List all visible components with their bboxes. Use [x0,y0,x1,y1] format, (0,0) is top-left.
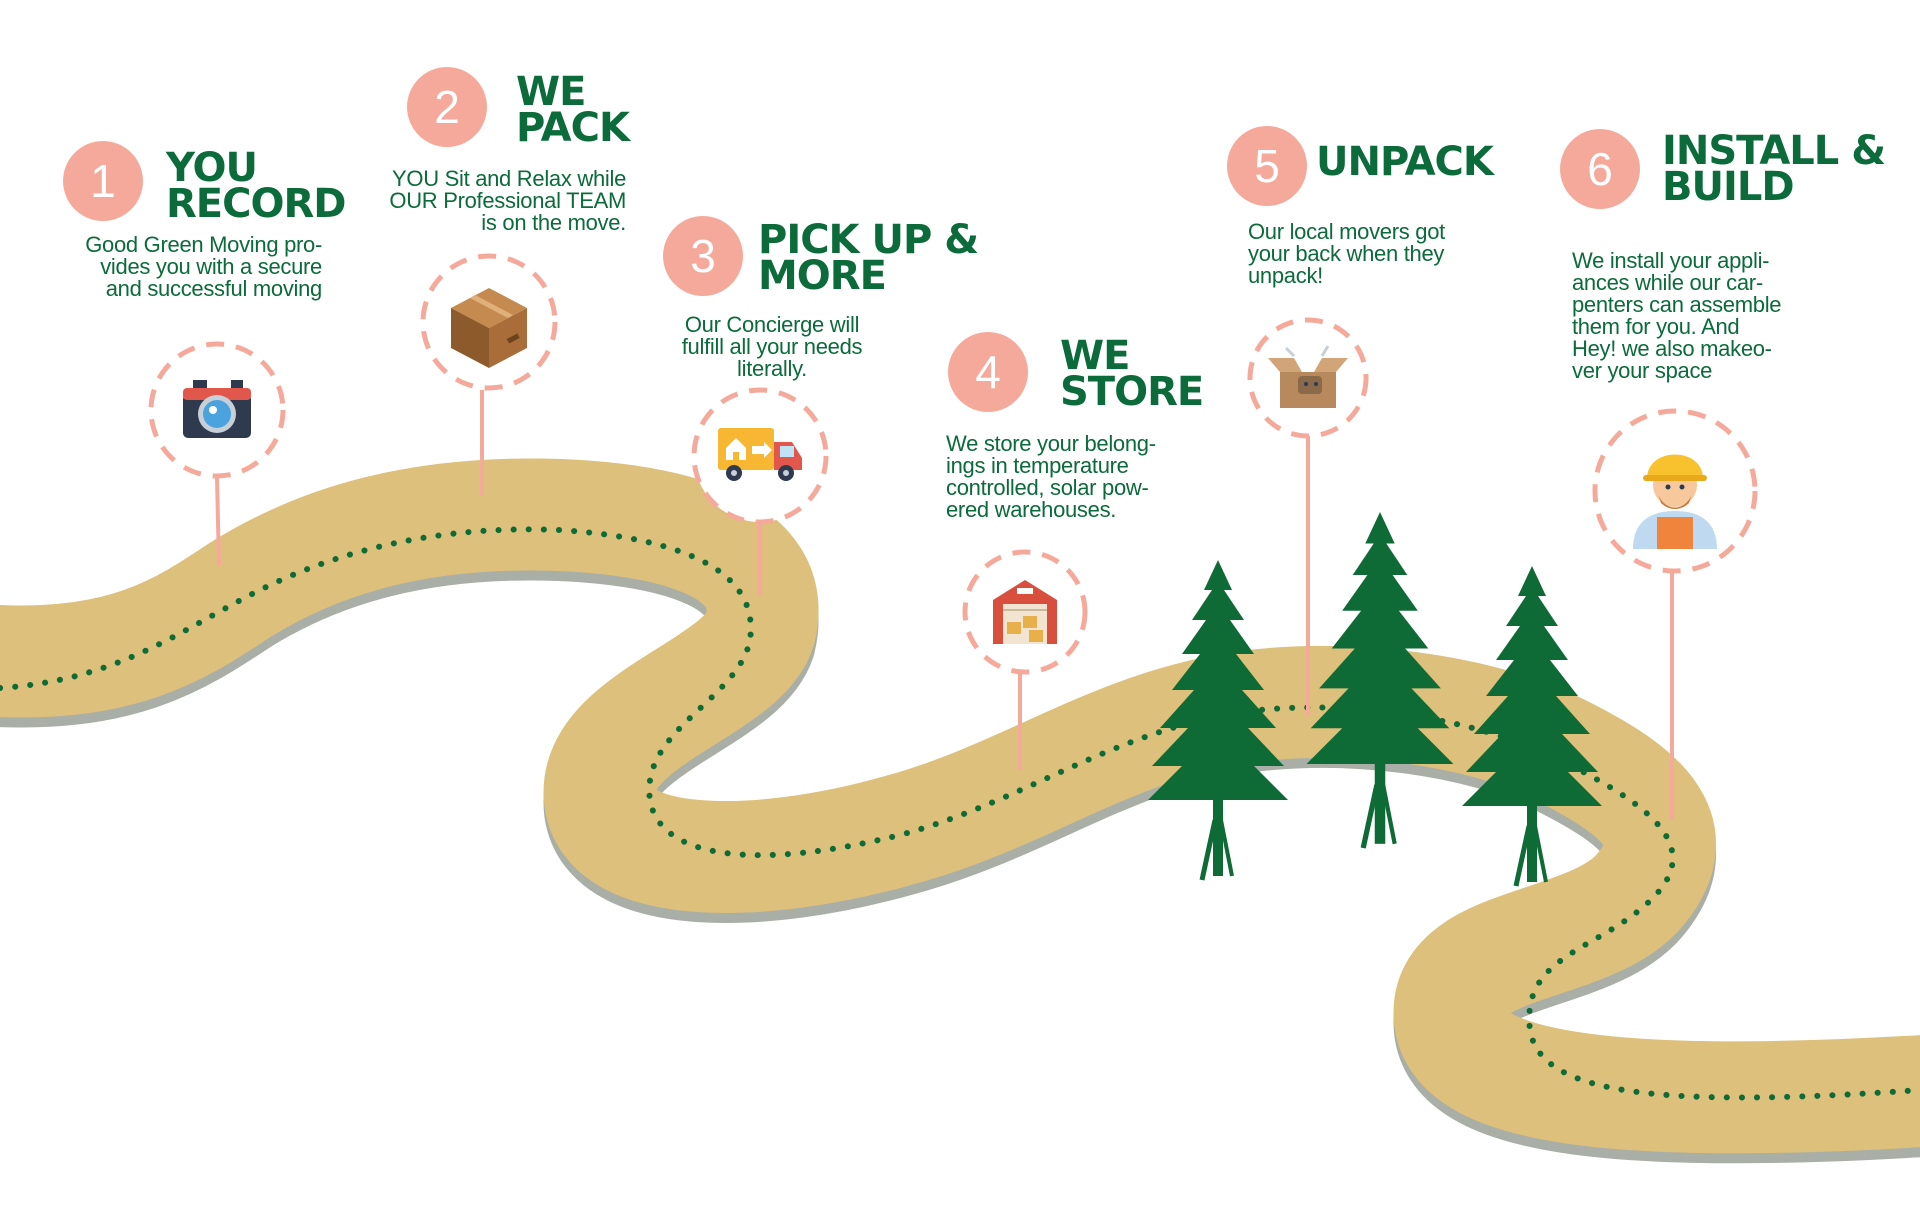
step-number-badge: 6 [1560,129,1640,209]
step-title: INSTALL &BUILD [1662,128,1886,210]
connector-line [215,477,221,566]
step-description: We store your belong-ings in temperature… [946,431,1156,522]
worker-icon [1633,454,1717,549]
open-box-icon [1268,345,1348,408]
step-title: PICK UP &MORE [758,217,979,299]
warehouse-icon [993,580,1057,644]
step-number-badge: 1 [63,141,143,221]
pine-tree [1148,560,1288,880]
road [0,458,1920,1154]
box-icon [451,288,527,368]
step-description: Good Green Moving pro-vides you with a s… [85,232,322,301]
pine-tree [1462,566,1602,886]
camera-icon [183,380,251,438]
step-number-badge: 3 [663,216,743,296]
truck-icon [718,428,802,481]
step-number-badge: 5 [1227,126,1307,206]
pine-tree [1307,512,1454,848]
step-description: We install your appli-ances while our ca… [1572,248,1782,383]
step-title: UNPACK [1316,139,1494,185]
road-dotted-line [0,526,1920,1101]
step-number-badge: 2 [407,67,487,147]
step-number-badge: 4 [948,332,1028,412]
